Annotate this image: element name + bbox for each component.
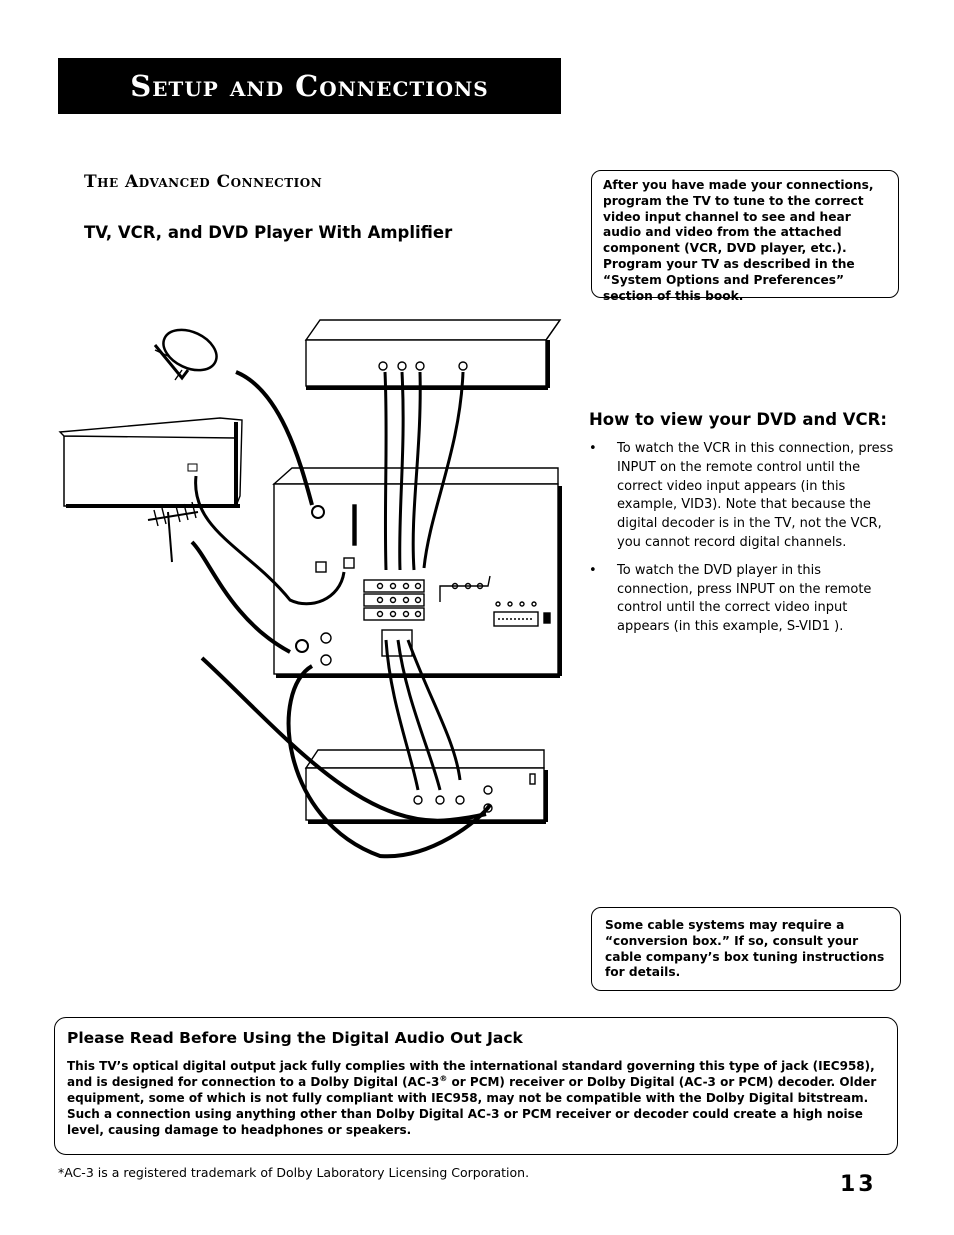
page-header-title: Setup and Connections bbox=[130, 69, 489, 103]
bullet: • bbox=[589, 562, 597, 578]
section-subtitle: TV, VCR, and DVD Player With Amplifier bbox=[84, 223, 453, 242]
cable-conversion-note-text: Some cable systems may require a “conver… bbox=[605, 918, 885, 980]
list-item: • To watch the VCR in this connection, p… bbox=[589, 440, 899, 553]
input-tuning-note-text: After you have made your connections, pr… bbox=[603, 178, 874, 303]
antenna-icon bbox=[147, 501, 199, 563]
vcr-icon bbox=[304, 749, 548, 824]
cable-conversion-note: Some cable systems may require a “conver… bbox=[591, 907, 901, 991]
digital-audio-notice-title: Please Read Before Using the Digital Aud… bbox=[67, 1029, 523, 1047]
notice-text-part1: This TV’s optical digital output jack fu… bbox=[67, 1059, 875, 1089]
trademark-footnote: *AC-3 is a registered trademark of Dolby… bbox=[58, 1165, 530, 1180]
page-number: 13 bbox=[840, 1172, 877, 1197]
digital-audio-notice-body: This TV’s optical digital output jack fu… bbox=[67, 1058, 883, 1138]
howto-item-text: To watch the VCR in this connection, pre… bbox=[617, 441, 894, 550]
section-title: The Advanced Connection bbox=[84, 172, 323, 192]
registered-mark: ® bbox=[439, 1074, 448, 1083]
howto-item-text: To watch the DVD player in this connecti… bbox=[617, 562, 872, 635]
cable-box-icon bbox=[58, 417, 243, 508]
dvd-player-icon bbox=[304, 319, 562, 390]
notice-text-part2: or PCM) receiver or Dolby Digital (AC-3 … bbox=[67, 1075, 877, 1137]
input-tuning-note: After you have made your connections, pr… bbox=[591, 170, 899, 303]
bullet: • bbox=[589, 441, 597, 456]
list-item: • To watch the DVD player in this connec… bbox=[589, 562, 899, 637]
tv-back-panel-icon bbox=[272, 467, 562, 678]
howto-list: • To watch the VCR in this connection, p… bbox=[589, 440, 899, 646]
connection-diagram bbox=[58, 319, 562, 859]
howto-title: How to view your DVD and VCR: bbox=[589, 410, 887, 429]
satellite-dish-icon bbox=[153, 328, 218, 381]
digital-audio-notice: Please Read Before Using the Digital Aud… bbox=[54, 1017, 898, 1155]
page-header: Setup and Connections bbox=[58, 58, 561, 114]
